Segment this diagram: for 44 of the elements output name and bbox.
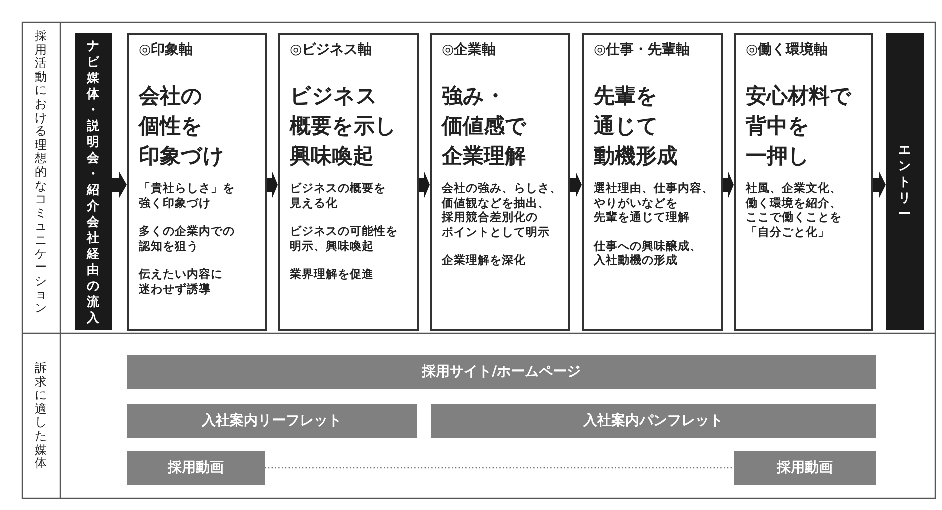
media-bar: 採用サイト/ホームページ bbox=[127, 355, 876, 389]
media-bar: 採用動画 bbox=[127, 451, 265, 485]
body-text: 伝えたい内容に迷わせず誘導 bbox=[139, 267, 224, 296]
body-text: 仕事への興味醸成、入社動機の形成 bbox=[594, 238, 703, 268]
card-heading: ◎企業軸 bbox=[442, 41, 498, 59]
stage-bar bbox=[75, 33, 112, 330]
media-bar: 採用動画 bbox=[734, 451, 876, 485]
headline: 安心材料で背中を一押し bbox=[746, 83, 853, 170]
connector-line bbox=[265, 467, 734, 469]
body-text: 会社の強み、らしさ、価値観などを抽出、採用競合差別化のポイントとして明示 bbox=[442, 181, 563, 239]
block-arrow bbox=[419, 172, 430, 198]
media-bar: 入社案内リーフレット bbox=[127, 404, 417, 438]
body-text: 選社理由、仕事内容、やりがいなどを先輩を通じて理解 bbox=[594, 181, 715, 224]
axis-card bbox=[430, 33, 570, 331]
axis-card bbox=[127, 33, 267, 331]
card-heading: ◎働く環境軸 bbox=[746, 41, 830, 59]
block-arrow bbox=[570, 172, 582, 198]
block-arrow bbox=[112, 172, 127, 198]
headline: ビジネス概要を示し興味喚起 bbox=[290, 83, 398, 170]
block-arrow bbox=[267, 172, 278, 198]
body-text: 「貴社らしさ」を強く印象づけ bbox=[139, 181, 236, 210]
card-heading: ◎印象軸 bbox=[139, 41, 194, 59]
card-heading: ◎ビジネス軸 bbox=[290, 41, 374, 59]
row-heading: 採用活動における理想的なコミュニケーション bbox=[34, 30, 48, 316]
body-text: ビジネスの可能性を明示、興味喚起 bbox=[290, 224, 399, 253]
axis-card bbox=[278, 33, 419, 331]
headline: 会社の個性を印象づけ bbox=[139, 83, 226, 170]
axis-card bbox=[734, 33, 873, 331]
body-text: 社風、企業文化、働く環境を紹介、ここで働くことを「自分ごと化」 bbox=[746, 181, 843, 239]
block-arrow bbox=[723, 172, 734, 198]
vertical-text: エントリー bbox=[898, 142, 912, 222]
body-text: 企業理解を深化 bbox=[442, 253, 527, 268]
vertical-text: ナビ媒体・説明会・紹介会社経由の流入 bbox=[86, 38, 100, 326]
headline: 先輩を通じて動機形成 bbox=[594, 83, 679, 170]
body-text: 多くの企業内での認知を狙う bbox=[139, 224, 236, 253]
stage-bar bbox=[886, 33, 924, 330]
axis-card bbox=[582, 33, 723, 331]
row-heading: 訴求に適した媒体 bbox=[34, 362, 48, 471]
body-text: ビジネスの概要を見える化 bbox=[290, 181, 387, 210]
headline: 強み・価値感で企業理解 bbox=[442, 83, 528, 170]
media-bar: 入社案内パンフレット bbox=[431, 404, 876, 438]
card-heading: ◎仕事・先輩軸 bbox=[594, 41, 692, 59]
body-text: 業界理解を促進 bbox=[290, 267, 375, 282]
block-arrow bbox=[873, 172, 886, 198]
